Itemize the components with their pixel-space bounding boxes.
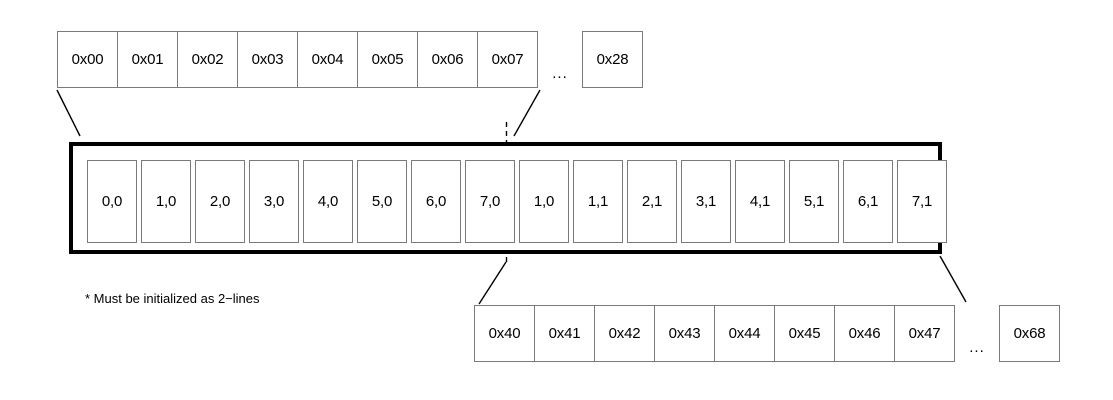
address-cell-label: 0x05 [371, 51, 404, 68]
cacheline-slot-4[interactable]: 4,0 [303, 160, 353, 243]
address-cell-label: 0x02 [191, 51, 224, 68]
cacheline-slot-label: 5,1 [803, 193, 825, 210]
address-cell-0x28[interactable]: 0x28 [582, 31, 643, 88]
address-cell-0x44[interactable]: 0x44 [714, 305, 775, 362]
address-cell-label: 0x28 [596, 51, 629, 68]
cacheline-slot-label: 3,0 [263, 193, 285, 210]
address-cell-0x46[interactable]: 0x46 [834, 305, 895, 362]
address-cell-label: 0x04 [311, 51, 344, 68]
cacheline-slot-label: 0,0 [101, 193, 123, 210]
cacheline-slot-label: 5,0 [371, 193, 393, 210]
cacheline-slot-2[interactable]: 2,0 [195, 160, 245, 243]
address-cell-0x41[interactable]: 0x41 [534, 305, 595, 362]
address-cell-0x06[interactable]: 0x06 [417, 31, 478, 88]
cacheline-buffer[interactable]: 0,0 1,0 2,0 3,0 4,0 5,0 6,0 7,0 1,0 1,1 … [69, 142, 947, 254]
top-row-ellipsis: ... [552, 65, 568, 82]
cacheline-slot-label: 6,1 [857, 193, 879, 210]
top-address-row: 0x00 0x01 0x02 0x03 0x04 0x05 0x06 0x07 … [57, 31, 643, 88]
cacheline-slot-label: 1,1 [587, 193, 609, 210]
address-cell-label: 0x40 [488, 325, 521, 342]
address-cell-0x07[interactable]: 0x07 [477, 31, 538, 88]
cacheline-slot-label: 6,0 [425, 193, 447, 210]
address-cell-label: 0x46 [848, 325, 881, 342]
cacheline-slot-9[interactable]: 1,1 [573, 160, 623, 243]
cacheline-slot-10[interactable]: 2,1 [627, 160, 677, 243]
cacheline-slot-label: 4,1 [749, 193, 771, 210]
cacheline-slot-12[interactable]: 4,1 [735, 160, 785, 243]
cacheline-slot-1[interactable]: 1,0 [141, 160, 191, 243]
address-cell-label: 0x42 [608, 325, 641, 342]
address-cell-label: 0x00 [71, 51, 104, 68]
address-cell-0x01[interactable]: 0x01 [117, 31, 178, 88]
address-cell-0x47[interactable]: 0x47 [894, 305, 955, 362]
cacheline-slot-14[interactable]: 6,1 [843, 160, 893, 243]
address-cell-label: 0x45 [788, 325, 821, 342]
cacheline-slot-label: 7,0 [479, 193, 501, 210]
address-cell-0x45[interactable]: 0x45 [774, 305, 835, 362]
cacheline-slot-11[interactable]: 3,1 [681, 160, 731, 243]
cacheline-slot-label: 7,1 [911, 193, 933, 210]
address-cell-0x00[interactable]: 0x00 [57, 31, 118, 88]
cacheline-slot-3[interactable]: 3,0 [249, 160, 299, 243]
cacheline-slot-0[interactable]: 0,0 [87, 160, 137, 243]
footnote-text: * Must be initialized as 2−lines [85, 291, 260, 306]
cacheline-slot-label: 2,1 [641, 193, 663, 210]
address-cell-label: 0x44 [728, 325, 761, 342]
address-cell-0x04[interactable]: 0x04 [297, 31, 358, 88]
bottom-address-row: 0x40 0x41 0x42 0x43 0x44 0x45 0x46 0x47 … [474, 305, 1060, 362]
cacheline-slot-label: 3,1 [695, 193, 717, 210]
address-cell-label: 0x07 [491, 51, 524, 68]
cacheline-slot-7[interactable]: 7,0 [465, 160, 515, 243]
address-cell-label: 0x06 [431, 51, 464, 68]
address-cell-label: 0x43 [668, 325, 701, 342]
address-cell-0x42[interactable]: 0x42 [594, 305, 655, 362]
cacheline-slot-label: 1,0 [533, 193, 555, 210]
cacheline-slot-15[interactable]: 7,1 [897, 160, 947, 243]
address-cell-0x02[interactable]: 0x02 [177, 31, 238, 88]
address-cell-label: 0x47 [908, 325, 941, 342]
bottom-row-ellipsis: ... [969, 339, 985, 356]
cacheline-slot-13[interactable]: 5,1 [789, 160, 839, 243]
address-cell-0x40[interactable]: 0x40 [474, 305, 535, 362]
cacheline-slot-label: 1,0 [155, 193, 177, 210]
cacheline-slot-8[interactable]: 1,0 [519, 160, 569, 243]
address-cell-label: 0x03 [251, 51, 284, 68]
address-cell-label: 0x68 [1013, 325, 1046, 342]
cacheline-slot-6[interactable]: 6,0 [411, 160, 461, 243]
cacheline-slot-label: 2,0 [209, 193, 231, 210]
address-cell-0x68[interactable]: 0x68 [999, 305, 1060, 362]
address-cell-label: 0x41 [548, 325, 581, 342]
address-cell-label: 0x01 [131, 51, 164, 68]
address-cell-0x43[interactable]: 0x43 [654, 305, 715, 362]
cacheline-slot-5[interactable]: 5,0 [357, 160, 407, 243]
cacheline-slot-label: 4,0 [317, 193, 339, 210]
